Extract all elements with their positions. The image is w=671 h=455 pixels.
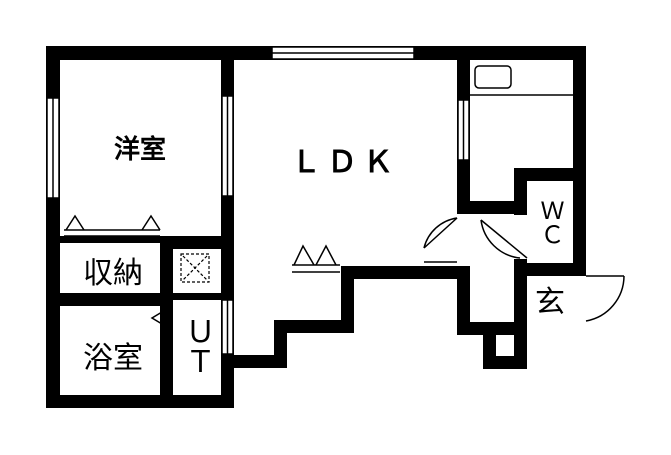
- swing-doors: [423, 215, 625, 323]
- room-label-ldk: ＬＤＫ: [291, 145, 399, 180]
- door-entrance-arc: [585, 275, 625, 322]
- balcony-door-right: [315, 244, 337, 266]
- storage-door-right: [141, 214, 161, 231]
- windows: [46, 46, 415, 199]
- wall-entrance-right: [514, 274, 527, 369]
- room-label-bathroom: 浴室: [83, 341, 143, 376]
- wall-step-2: [274, 320, 354, 333]
- room-label-storage: 収納: [83, 256, 143, 291]
- wall-step-4: [341, 266, 457, 279]
- bath-faucet-icon: [150, 311, 163, 325]
- storage-door-left: [65, 214, 85, 231]
- room-label-toilet: ＷＣ: [536, 198, 564, 246]
- washing-machine-icon: [180, 253, 210, 283]
- balcony-door: [290, 244, 340, 279]
- wall-step-bottom2: [483, 356, 527, 369]
- storage-doors: [64, 214, 161, 237]
- room-label-entrance: 玄: [535, 285, 565, 320]
- door-wc-gap: [514, 215, 527, 259]
- wall-wc-bottom: [514, 263, 586, 276]
- wall-storage-top: [60, 236, 160, 243]
- wall-bottom-left: [46, 395, 234, 408]
- door-wc-arc: [480, 219, 521, 259]
- kitchen-sink-icon: [470, 65, 573, 96]
- doors: [221, 95, 470, 355]
- wall-ldk-bottom: [221, 355, 287, 368]
- room-label-western: 洋室: [114, 134, 166, 165]
- wall-wc-top: [514, 168, 586, 181]
- wall-storage-ut: [160, 236, 173, 408]
- room-label-utility: ＵＴ: [180, 316, 215, 376]
- door-hall-gap: [457, 218, 470, 266]
- wall-ut-right: [221, 355, 234, 408]
- wall-step-3: [341, 266, 354, 333]
- wall-entrance-left: [457, 266, 470, 335]
- door-hall-leaf: [423, 217, 458, 249]
- balcony-door-left: [293, 244, 315, 266]
- wall-entrance-bottom: [457, 322, 527, 335]
- door-wc-leaf: [480, 219, 528, 259]
- wall-kitchen-bottom: [457, 201, 527, 214]
- wall-ut-top: [173, 293, 221, 300]
- wall-storage-bottom: [60, 293, 173, 306]
- door-entrance-gap: [573, 276, 586, 323]
- wall-right: [573, 46, 586, 276]
- door-hall-arc: [423, 217, 458, 249]
- wall-storage-top-right: [160, 236, 221, 249]
